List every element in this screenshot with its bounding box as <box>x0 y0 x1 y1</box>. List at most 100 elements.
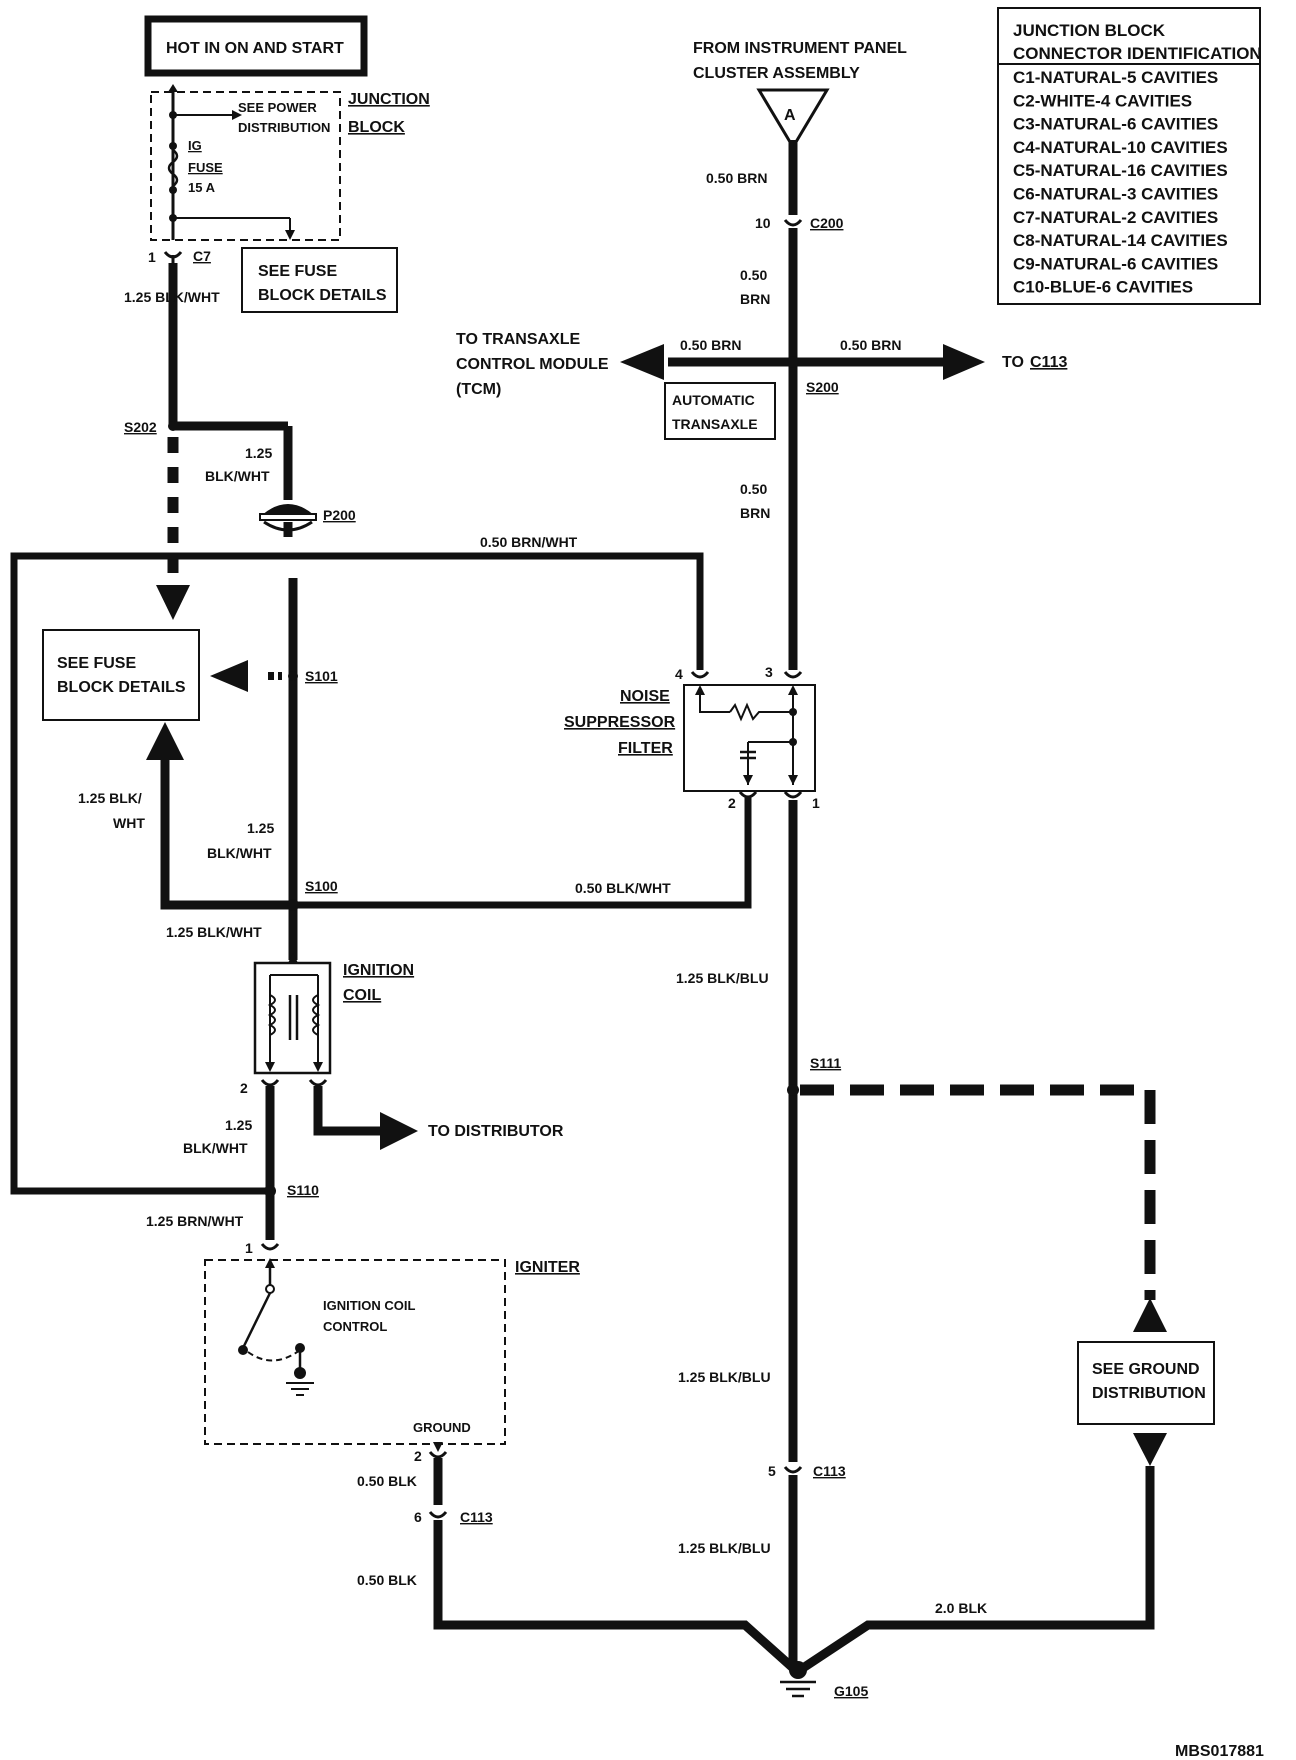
svg-text:0.50 BLK: 0.50 BLK <box>357 1473 417 1489</box>
svg-text:0.50 BRN: 0.50 BRN <box>840 337 901 353</box>
svg-text:3: 3 <box>765 664 773 680</box>
center-wiring: S101 S100 1.25 BLK/ WHT 1.25 BLK/WHT 0.5… <box>78 578 752 960</box>
tcm-labels: TO TRANSAXLE CONTROL MODULE (TCM) TO C11… <box>456 331 1067 440</box>
svg-text:2: 2 <box>414 1448 422 1464</box>
svg-text:JUNCTION BLOCK: JUNCTION BLOCK <box>1013 21 1166 40</box>
svg-text:TO TRANSAXLE: TO TRANSAXLE <box>456 331 580 348</box>
svg-text:1.25 BLK/WHT: 1.25 BLK/WHT <box>124 289 220 305</box>
header-box: HOT IN ON AND START <box>144 15 368 77</box>
svg-text:1.25 BLK/BLU: 1.25 BLK/BLU <box>678 1369 771 1385</box>
splice-s100: S100 <box>305 878 338 894</box>
to-c113-label: C113 <box>1030 354 1067 371</box>
svg-text:SEE GROUND: SEE GROUND <box>1092 1361 1200 1378</box>
svg-text:TRANSAXLE: TRANSAXLE <box>672 416 758 432</box>
svg-text:SEE POWER: SEE POWER <box>238 100 317 115</box>
connector-table-row: C1-NATURAL-5 CAVITIES <box>1013 68 1218 87</box>
svg-text:2: 2 <box>240 1080 248 1096</box>
connector-table-row: C2-WHITE-4 CAVITIES <box>1013 91 1192 110</box>
svg-text:2.0 BLK: 2.0 BLK <box>935 1600 987 1616</box>
svg-text:SEE FUSE: SEE FUSE <box>258 263 337 280</box>
svg-text:0.50: 0.50 <box>740 481 767 497</box>
svg-text:10: 10 <box>755 215 771 231</box>
svg-text:BRN: BRN <box>740 291 770 307</box>
connector-c7: C7 <box>193 248 211 264</box>
svg-text:0.50 BRN: 0.50 BRN <box>706 170 767 186</box>
connector-c200: C200 <box>810 215 844 231</box>
svg-text:1.25: 1.25 <box>225 1117 252 1133</box>
svg-text:1.25 BLK/BLU: 1.25 BLK/BLU <box>676 970 769 986</box>
blk-blu-wiring: 1.25 BLK/BLU S111 1.25 BLK/BLU 5 C113 1.… <box>676 800 1167 1670</box>
connector-a-marker: A <box>784 107 796 124</box>
svg-text:1.25 BLK/WHT: 1.25 BLK/WHT <box>166 924 262 940</box>
svg-text:BLK/WHT: BLK/WHT <box>205 468 270 484</box>
svg-text:5: 5 <box>768 1463 776 1479</box>
left-power-wiring: 1.25 BLK/WHT S202 1.25 BLK/WHT P200 <box>124 251 356 620</box>
svg-text:0.50 BLK: 0.50 BLK <box>357 1572 417 1588</box>
connector-table-rows: C1-NATURAL-5 CAVITIES C2-WHITE-4 CAVITIES… <box>1013 68 1228 297</box>
svg-text:BRN: BRN <box>740 505 770 521</box>
svg-text:BLOCK: BLOCK <box>348 119 405 136</box>
svg-text:1: 1 <box>812 795 820 811</box>
arrow-left-icon <box>210 660 248 692</box>
svg-text:GROUND: GROUND <box>413 1420 471 1435</box>
svg-text:1.25: 1.25 <box>247 820 274 836</box>
igniter-label: IGNITER <box>515 1259 580 1276</box>
coil-outputs: 2 TO DISTRIBUTOR 1.25 BLK/WHT S110 1.25 … <box>146 1079 564 1256</box>
noise-filter-label: NOISE <box>620 688 670 705</box>
svg-text:FILTER: FILTER <box>618 740 673 757</box>
svg-text:1: 1 <box>245 1240 253 1256</box>
svg-text:4: 4 <box>675 666 683 682</box>
fuse-icon <box>167 149 179 187</box>
connector-table-row: C3-NATURAL-6 CAVITIES <box>1013 115 1218 134</box>
svg-text:AUTOMATIC: AUTOMATIC <box>672 392 755 408</box>
brn-vertical-wiring: 0.50 BRN 10 C200 0.50 BRN 0.50 BRN 0.50 … <box>620 140 985 670</box>
connector-a-icon <box>756 88 830 150</box>
svg-text:BLOCK DETAILS: BLOCK DETAILS <box>57 679 186 696</box>
svg-text:IGNITION COIL: IGNITION COIL <box>323 1298 416 1313</box>
connector-table-row: C8-NATURAL-14 CAVITIES <box>1013 231 1228 250</box>
svg-text:CONTROL MODULE: CONTROL MODULE <box>456 356 609 373</box>
see-fuse-block-box-top: SEE FUSE BLOCK DETAILS <box>241 247 398 313</box>
connector-c113-pin5: C113 <box>813 1463 846 1479</box>
to-distributor-label: TO DISTRIBUTOR <box>428 1123 564 1140</box>
svg-text:(TCM): (TCM) <box>456 381 501 398</box>
connector-table-row: C9-NATURAL-6 CAVITIES <box>1013 254 1218 273</box>
arrow-to-c113-icon <box>943 344 985 380</box>
svg-text:1.25 BRN/WHT: 1.25 BRN/WHT <box>146 1213 244 1229</box>
ground-g105-label: G105 <box>834 1683 868 1699</box>
splice-s200: S200 <box>806 379 839 395</box>
svg-text:0.50 BRN/WHT: 0.50 BRN/WHT <box>480 534 578 550</box>
connector-c113-pin6: C113 <box>460 1509 493 1525</box>
svg-text:COIL: COIL <box>343 987 381 1004</box>
svg-text:BLOCK DETAILS: BLOCK DETAILS <box>258 287 387 304</box>
header-title: HOT IN ON AND START <box>166 40 344 57</box>
svg-text:0.50 BLK/WHT: 0.50 BLK/WHT <box>575 880 671 896</box>
ground-g105: G105 <box>780 1661 868 1699</box>
svg-text:CONTROL: CONTROL <box>323 1319 387 1334</box>
splice-s110: S110 <box>287 1182 319 1198</box>
brn-wht-loop: 0.50 BRN/WHT <box>10 534 704 1195</box>
panel-source: FROM INSTRUMENT PANEL CLUSTER ASSEMBLY A <box>693 40 907 150</box>
connector-table-row: C4-NATURAL-10 CAVITIES <box>1013 138 1228 157</box>
svg-text:BLK/WHT: BLK/WHT <box>207 845 272 861</box>
igniter: IGNITION COIL CONTROL GROUND IGNITER <box>204 1258 580 1452</box>
connector-table-row: C10-BLUE-6 CAVITIES <box>1013 278 1193 297</box>
svg-text:FROM INSTRUMENT PANEL: FROM INSTRUMENT PANEL <box>693 40 907 57</box>
svg-text:1: 1 <box>148 249 156 265</box>
splice-s101: S101 <box>305 668 338 684</box>
arrow-to-tcm-icon <box>620 344 664 380</box>
document-code: MBS017881 <box>1175 1743 1264 1760</box>
svg-text:SUPPRESSOR: SUPPRESSOR <box>564 714 676 731</box>
svg-text:2: 2 <box>728 795 736 811</box>
connector-table-row: C6-NATURAL-3 CAVITIES <box>1013 185 1218 204</box>
junction-block-label: JUNCTION <box>348 91 430 108</box>
svg-text:SEE FUSE: SEE FUSE <box>57 655 136 672</box>
svg-text:15 A: 15 A <box>188 180 216 195</box>
ignition-coil-label: IGNITION <box>343 962 414 979</box>
resistor-icon <box>729 702 780 722</box>
svg-text:0.50 BRN: 0.50 BRN <box>680 337 741 353</box>
svg-text:TO: TO <box>1002 354 1024 371</box>
ground-icon <box>286 1382 314 1396</box>
svg-text:BLK/WHT: BLK/WHT <box>183 1140 248 1156</box>
ignition-coil: IGNITION COIL <box>253 953 414 1075</box>
